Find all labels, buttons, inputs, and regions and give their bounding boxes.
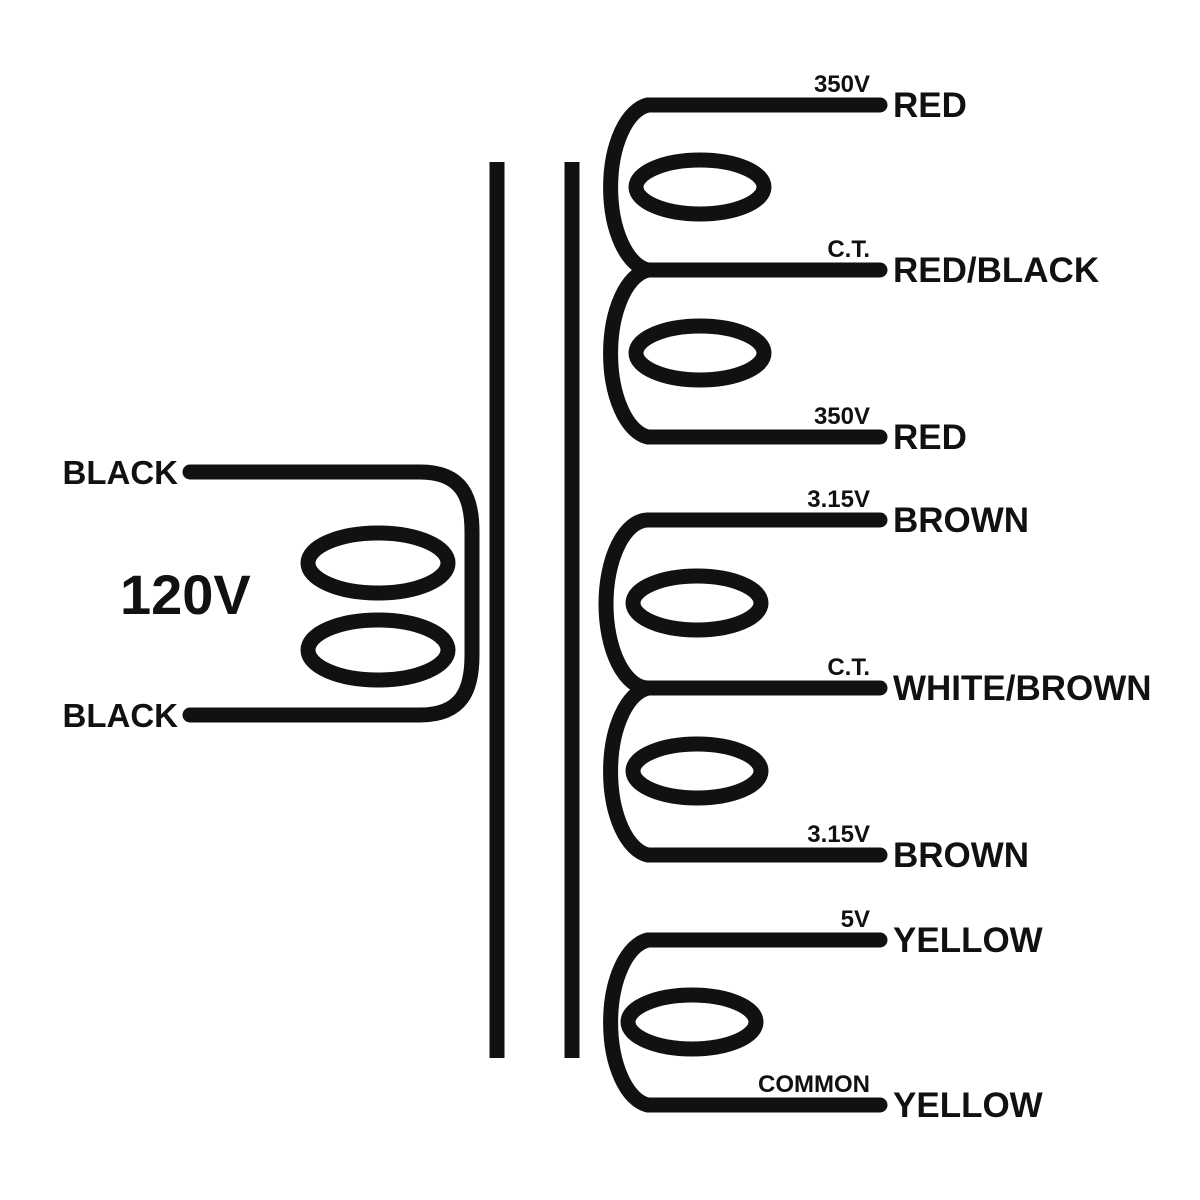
hv-top-voltage-label: 350V <box>814 71 870 98</box>
hv-center-tap-label: C.T. <box>827 236 870 263</box>
fil-bottom-wire-color-label: BROWN <box>893 836 1029 875</box>
primary-coil-loop-2 <box>300 612 456 688</box>
rect-top-voltage-label: 5V <box>841 906 870 933</box>
transformer-core <box>489 162 580 1058</box>
fil-coil-arc-2 <box>603 680 656 863</box>
fil-bottom-voltage-label: 3.15V <box>807 821 870 848</box>
hv-coil-loop-1 <box>628 152 772 222</box>
fil-coil-loop-2 <box>625 736 769 806</box>
fil-center-wire-color-label: WHITE/BROWN <box>893 669 1152 708</box>
fil-top-wire-color-label: BROWN <box>893 501 1029 540</box>
hv-coil-loop-2 <box>628 318 772 388</box>
primary-winding: BLACK BLACK 120V <box>63 454 480 734</box>
rect-coil-loop <box>620 987 764 1057</box>
fil-center-tap-label: C.T. <box>827 654 870 681</box>
fil-coil-arc-1 <box>598 512 656 696</box>
rect-common-label: COMMON <box>758 1071 870 1098</box>
primary-coil-loop-1 <box>300 525 456 601</box>
hv-bottom-voltage-label: 350V <box>814 403 870 430</box>
rect-coil-arc <box>603 932 656 1113</box>
hv-center-wire-color-label: RED/BLACK <box>893 251 1099 290</box>
primary-coil-body <box>412 464 480 723</box>
hv-top-wire-color-label: RED <box>893 86 967 125</box>
secondary-filament-winding: 3.15V BROWN C.T. WHITE/BROWN 3.15V BROWN <box>598 486 1152 875</box>
hv-coil-arc-1 <box>603 97 656 278</box>
secondary-rectifier-winding: 5V YELLOW COMMON YELLOW <box>603 906 1043 1125</box>
fil-coil-loop-1 <box>625 568 769 638</box>
rect-bottom-wire-color-label: YELLOW <box>893 1086 1043 1125</box>
rect-top-wire-color-label: YELLOW <box>893 921 1043 960</box>
hv-bottom-wire-color-label: RED <box>893 418 967 457</box>
primary-lead-bottom-label: BLACK <box>63 697 179 734</box>
hv-coil-arc-2 <box>603 262 656 445</box>
fil-top-voltage-label: 3.15V <box>807 486 870 513</box>
primary-voltage-label: 120V <box>120 563 251 626</box>
primary-lead-top-label: BLACK <box>63 454 179 491</box>
secondary-high-voltage-winding: 350V RED C.T. RED/BLACK 350V RED <box>603 71 1099 457</box>
